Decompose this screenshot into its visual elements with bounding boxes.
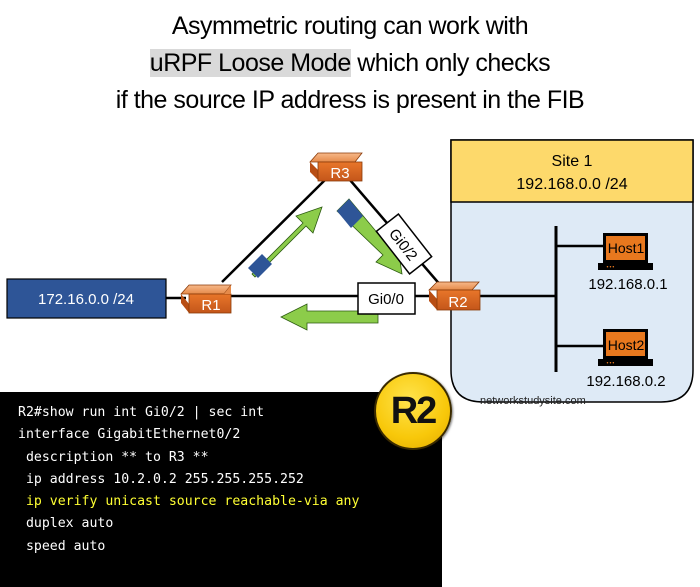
site-1-area: Site 1 192.168.0.0 /24: [450, 139, 694, 403]
cli-line: speed auto: [18, 538, 106, 554]
cli-line: interface GigabitEthernet0/2: [18, 427, 241, 443]
arrow-r2-to-r1: [280, 303, 379, 331]
host-2-ip: 192.168.0.2: [586, 373, 665, 390]
lan-172-16: 172.16.0.0 /24: [6, 278, 167, 319]
arrow-r1-to-r3: [248, 206, 323, 278]
cli-line: R2#show run int Gi0/2 | sec int: [18, 405, 265, 420]
interface-gi0-0: Gi0/0: [357, 282, 416, 315]
title-line-2: uRPF Loose Mode which only checks: [0, 45, 700, 82]
svg-text:•••: •••: [606, 361, 615, 367]
site-subnet: 192.168.0.0 /24: [516, 176, 627, 193]
router-r1-label: R1: [201, 297, 220, 314]
diagram-title: Asymmetric routing can work with uRPF Lo…: [0, 8, 700, 119]
host-2-name: Host2: [608, 337, 645, 353]
title-line-1: Asymmetric routing can work with: [171, 12, 529, 40]
router-r1[interactable]: R1: [180, 284, 232, 314]
router-r2-label: R2: [448, 294, 467, 311]
router-r2[interactable]: R2: [428, 281, 481, 311]
title-highlight: uRPF Loose Mode: [149, 49, 351, 77]
watermark: networkstudysite.com: [480, 395, 586, 407]
link-r1-r3: [221, 177, 328, 283]
cli-line: ip address 10.2.0.2 255.255.255.252: [18, 471, 304, 487]
host-1[interactable]: ••• Host1 192.168.0.1: [588, 233, 668, 293]
r2-badge: R2: [374, 372, 452, 450]
cli-output: R2#show run int Gi0/2 | sec int interface…: [0, 392, 442, 587]
links: [166, 177, 605, 372]
host-1-name: Host1: [608, 240, 645, 256]
cli-text: R2#show run int Gi0/2 | sec int interface…: [0, 392, 442, 558]
title-line-2-rest: which only checks: [350, 49, 551, 77]
cli-line: description ** to R3 **: [18, 449, 209, 465]
interface-gi0-0-label: Gi0/0: [368, 291, 404, 308]
router-r3-label: R3: [330, 165, 349, 182]
cli-line: duplex auto: [18, 516, 114, 532]
site-name: Site 1: [552, 153, 593, 170]
host-2[interactable]: ••• Host2 192.168.0.2: [586, 329, 666, 390]
svg-text:•••: •••: [606, 265, 615, 271]
lan-left-label: 172.16.0.0 /24: [38, 291, 134, 308]
router-r3[interactable]: R3: [309, 152, 363, 182]
host-1-ip: 192.168.0.1: [588, 276, 667, 293]
title-line-3: if the source IP address is present in t…: [115, 86, 585, 114]
cli-line-highlighted: ip verify unicast source reachable-via a…: [18, 494, 360, 510]
